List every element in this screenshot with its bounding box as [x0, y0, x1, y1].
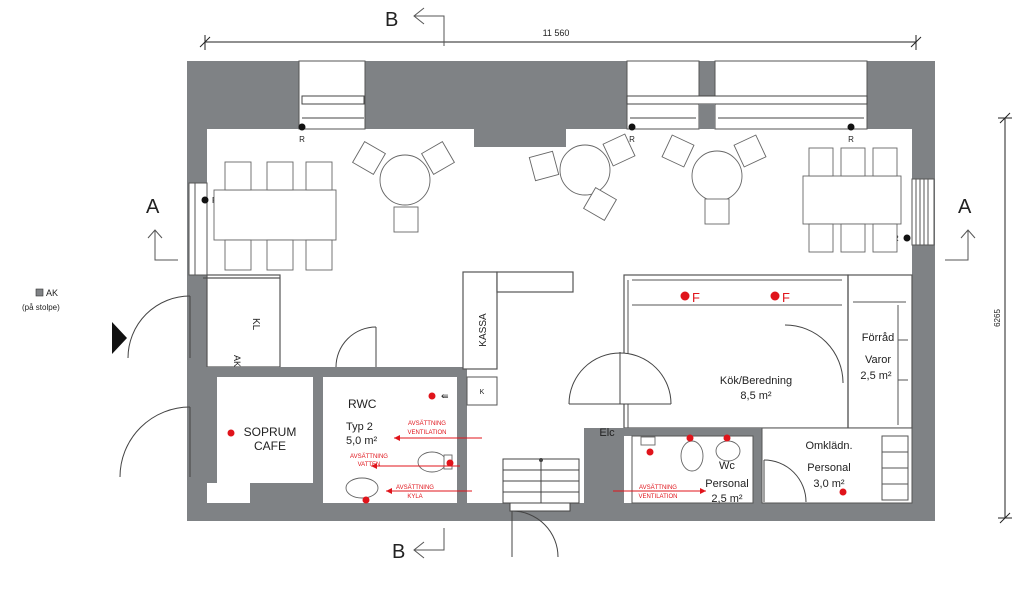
- red-annotations: F F ⇚ AVSÄTTNING VENTILATION AVSÄTTNING …: [227, 290, 847, 504]
- room-label-kassa: KASSA: [478, 313, 489, 347]
- room-label-rwc: RWC: [348, 397, 377, 411]
- room-label-kl: KL: [250, 318, 261, 331]
- radiator-mark-3: R: [848, 135, 854, 144]
- legend-symbol: AK: [46, 288, 58, 298]
- dimension-width: 11 560: [199, 28, 922, 50]
- room-label-kok-area: 8,5 m²: [740, 390, 772, 402]
- legend: AK (på stolpe): [22, 288, 60, 312]
- avsattning-ventilation-label-1: AVSÄTTNING: [408, 420, 446, 427]
- radiator-mark-1: R: [299, 135, 305, 144]
- room-label-omklad: Omklädn.: [805, 440, 852, 452]
- dimension-width-label: 11 560: [543, 28, 570, 38]
- section-marker-a-left: A: [146, 196, 178, 261]
- room-label-personal: Personal: [705, 478, 748, 490]
- legend-swatch: [35, 288, 44, 297]
- avsattning-kyla-label: AVSÄTTNING: [396, 484, 434, 491]
- dining-furniture: [213, 133, 902, 271]
- doors: [112, 295, 844, 558]
- radiator-mark-2: R: [629, 135, 635, 144]
- section-label-b-bottom: B: [392, 541, 405, 563]
- section-marker-b-bottom: B: [392, 528, 445, 563]
- avsattning-ventilation-label-1b: VENTILATION: [408, 430, 447, 436]
- avsattning-kyla-label-b: KYLA: [407, 494, 422, 500]
- section-label-b-top: B: [385, 9, 398, 31]
- avsattning-ventilation-label-2b: VENTILATION: [639, 494, 678, 500]
- avsattning-vatten-label-b: VATTEN: [358, 462, 381, 468]
- sanitary-fixtures: [345, 436, 741, 499]
- exit-arrow-icon: ⇚: [441, 391, 449, 401]
- section-label-a-right: A: [958, 196, 972, 218]
- room-label-wc: Wc: [719, 460, 735, 472]
- section-marker-b-top: B: [385, 7, 445, 46]
- room-labels: KL AK KASSA K SOPRUM CAFE RWC Typ 2 5,0 …: [232, 313, 894, 505]
- room-label-soprum: SOPRUM: [244, 425, 297, 439]
- avsattning-ventilation-label-2: AVSÄTTNING: [639, 484, 677, 491]
- room-label-kok: Kök/Beredning: [720, 375, 792, 387]
- windows-side: [188, 178, 935, 276]
- windows-top: [298, 60, 868, 147]
- room-label-forrad-sub: Varor: [865, 354, 891, 366]
- room-label-rwc-area: 5,0 m²: [346, 435, 378, 447]
- room-label-k: K: [480, 389, 485, 396]
- room-label-ak: AK: [232, 355, 242, 367]
- room-label-omklad-sub: Personal: [807, 462, 850, 474]
- section-label-a-left: A: [146, 196, 160, 218]
- avsattning-vatten-label: AVSÄTTNING: [350, 453, 388, 460]
- room-label-elc: Elc: [599, 427, 615, 439]
- fire-marker-1: [680, 291, 690, 301]
- room-label-rwc-type: Typ 2: [346, 421, 373, 433]
- stairs: [502, 458, 580, 512]
- room-label-cafe: CAFE: [254, 439, 286, 453]
- dimension-height-label: 6265: [993, 309, 1002, 327]
- legend-note: (på stolpe): [22, 303, 60, 312]
- fire-label-1: F: [692, 290, 700, 305]
- dimension-height: 6265: [993, 112, 1012, 524]
- room-label-forrad: Förråd: [862, 332, 894, 344]
- room-label-omklad-area: 3,0 m²: [813, 478, 845, 490]
- room-label-personal-area: 2,5 m²: [711, 493, 743, 505]
- section-marker-a-right: A: [945, 196, 976, 261]
- fire-label-2: F: [782, 290, 790, 305]
- room-label-forrad-area: 2,5 m²: [860, 370, 892, 382]
- fire-marker-2: [770, 291, 780, 301]
